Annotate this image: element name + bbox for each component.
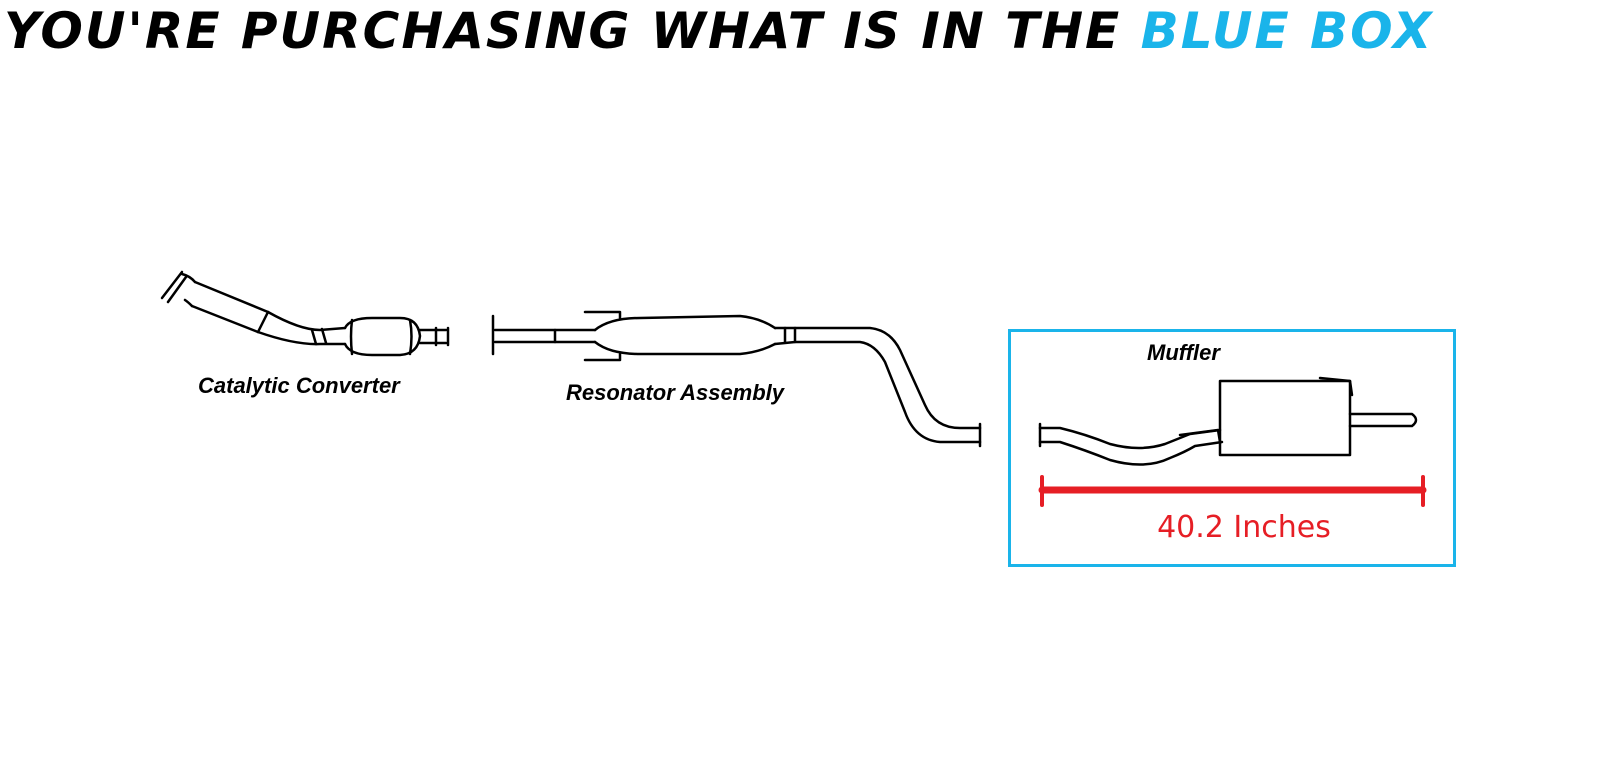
headline-text: YOU'RE PURCHASING WHAT IS IN THE [4, 2, 1122, 60]
muffler-drawing [1038, 376, 1418, 466]
selected-part-box [1008, 329, 1456, 567]
resonator-assembly-drawing [491, 310, 982, 448]
resonator-assembly-label: Resonator Assembly [566, 380, 785, 405]
measurement-bar [1038, 475, 1427, 507]
measurement-label: 40.2 Inches [1157, 510, 1331, 545]
muffler-label: Muffler [1147, 340, 1220, 365]
headline: YOU'RE PURCHASING WHAT IS IN THE BLUE BO… [4, 0, 1596, 62]
headline-accent: BLUE BOX [1140, 2, 1434, 60]
catalytic-converter-drawing [160, 270, 450, 357]
catalytic-converter-label: Catalytic Converter [198, 373, 400, 398]
